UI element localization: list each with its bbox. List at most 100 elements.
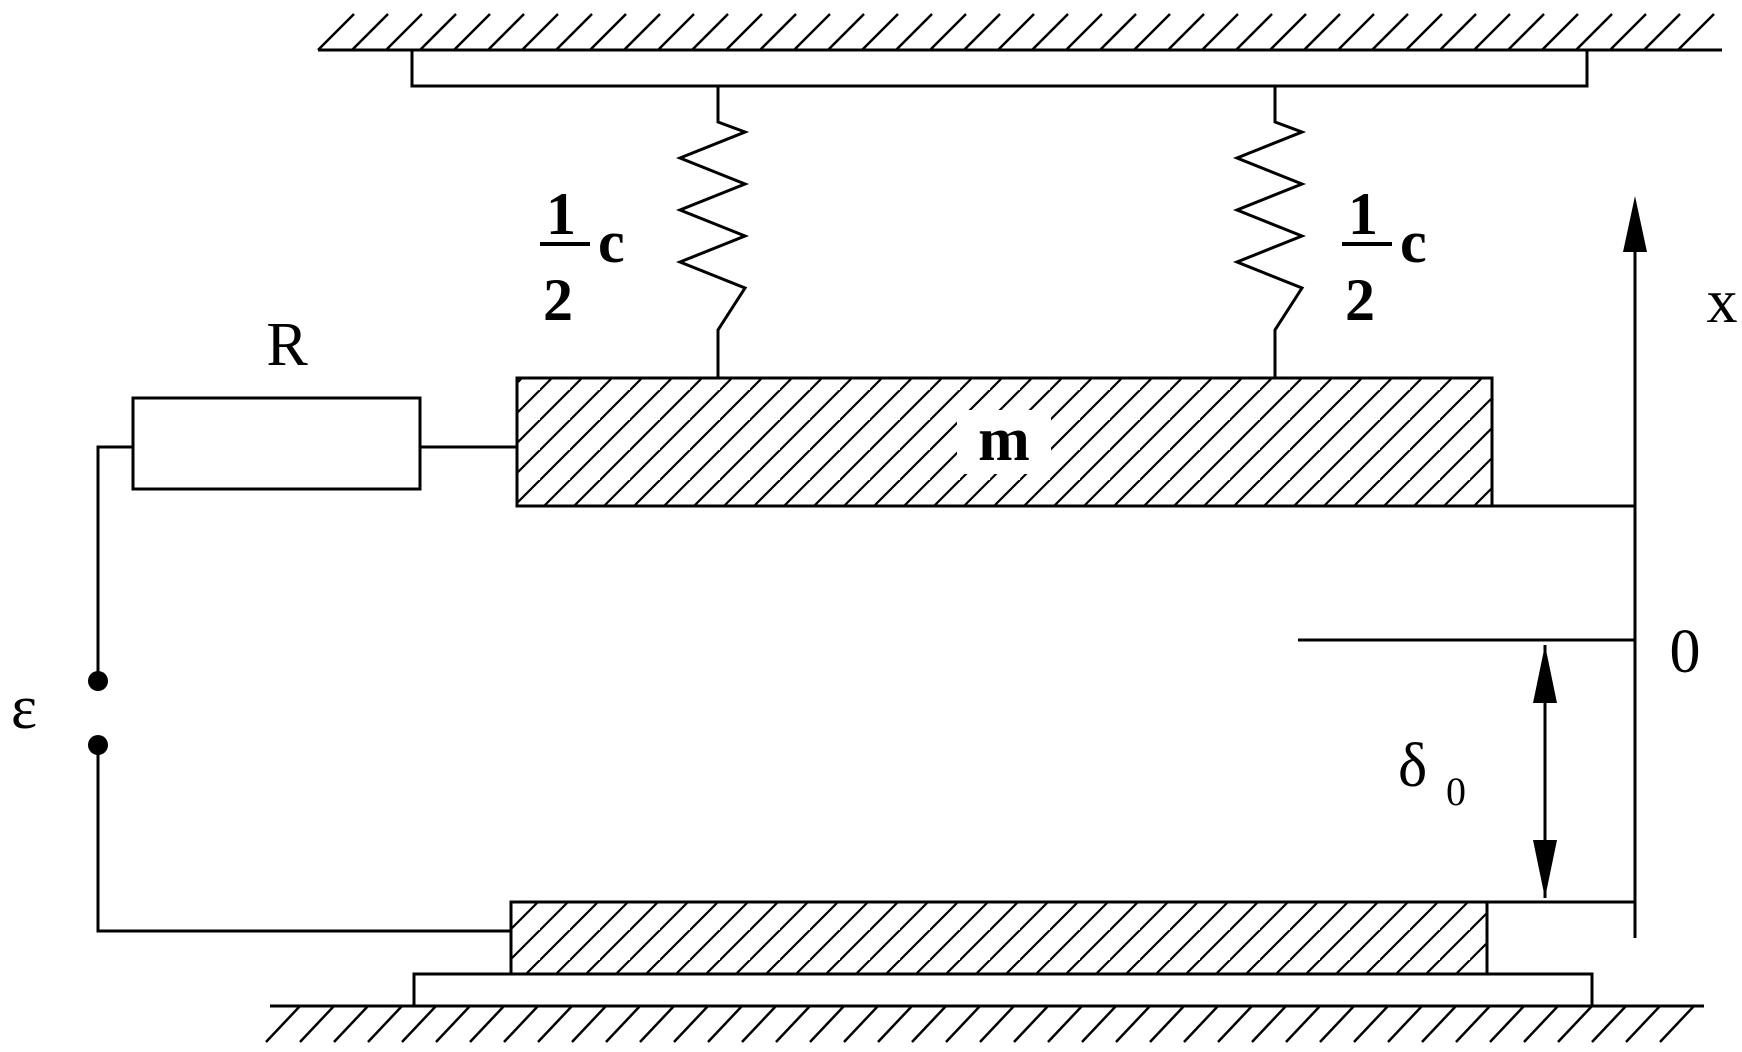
ground-hatch-line <box>657 13 695 51</box>
ground-hatch-line <box>1183 1005 1219 1043</box>
ground-hatch-line <box>963 13 1001 51</box>
ground-hatch-line <box>793 13 831 51</box>
source-terminals <box>88 671 108 755</box>
origin-label: 0 <box>1670 618 1701 686</box>
ground-hatch-line <box>1081 1005 1117 1043</box>
ground-hatch-line <box>997 13 1035 51</box>
mass-label: m <box>978 406 1030 474</box>
ground-hatch-line <box>707 1005 743 1043</box>
ground-hatch-line <box>1455 1005 1491 1043</box>
ground-hatch-line <box>401 1005 437 1043</box>
ground-hatch-line <box>877 1005 913 1043</box>
ground-hatch-line <box>469 1005 505 1043</box>
ground-hatch-line <box>895 13 933 51</box>
ground-hatch-line <box>945 1005 981 1043</box>
ground-hatch-line <box>1659 1005 1695 1043</box>
base-electrode <box>509 900 1489 976</box>
ground-hatch-line <box>537 1005 573 1043</box>
spring-right <box>1232 86 1307 378</box>
ground-hatch-line <box>453 13 491 51</box>
ground-hatch-line <box>317 13 355 51</box>
spring-right-symbol: c <box>1400 209 1427 275</box>
axis-label: x <box>1707 268 1738 336</box>
ground-hatch-line <box>571 1005 607 1043</box>
ground-hatch-line <box>827 13 865 51</box>
ground-hatch-line <box>1473 13 1511 51</box>
ground-hatch-line <box>1031 13 1069 51</box>
spring-right-label: 1 2 c <box>1342 181 1427 333</box>
ground-hatch-line <box>1133 13 1171 51</box>
source-label: ε <box>11 674 37 742</box>
ground-hatch-line <box>1217 1005 1253 1043</box>
wire-resistor-to-source <box>96 445 133 678</box>
ground-hatch-line <box>1405 13 1443 51</box>
ground-hatch-line <box>1013 1005 1049 1043</box>
spring-left-label: 1 2 c <box>540 181 625 333</box>
gap-label: δ 0 <box>1398 732 1466 814</box>
ground-hatch-line <box>1625 1005 1661 1043</box>
ground-hatch-line <box>1099 13 1137 51</box>
axis-arrow <box>1623 196 1647 252</box>
ground-hatch-line <box>1251 1005 1287 1043</box>
ground-hatch-line <box>503 1005 539 1043</box>
ground-hatch-line <box>759 13 797 51</box>
ground-hatch-line <box>1201 13 1239 51</box>
ground-hatch-line <box>1303 13 1341 51</box>
ground-hatch-line <box>741 1005 777 1043</box>
ground-hatch-line <box>385 13 423 51</box>
ground-hatch-line <box>333 1005 369 1043</box>
ground-hatch-line <box>1643 13 1681 51</box>
ground-hatch-line <box>299 1005 335 1043</box>
ground-hatch-line <box>1337 13 1375 51</box>
spring-right-numerator: 1 <box>1348 181 1378 247</box>
ground-hatch-line <box>1269 13 1307 51</box>
resistor <box>131 396 422 491</box>
ground-hatch-line <box>265 1005 301 1043</box>
ground-hatch-line <box>1439 13 1477 51</box>
ground-hatch-line <box>979 1005 1015 1043</box>
ground-hatch-line <box>521 13 559 51</box>
ground-hatch-line <box>725 13 763 51</box>
spring-left <box>675 86 750 378</box>
ground-hatch-line <box>1167 13 1205 51</box>
gap-symbol: δ <box>1398 732 1427 800</box>
ground-hatch-line <box>1319 1005 1355 1043</box>
ground-hatch-line <box>1575 13 1613 51</box>
ground-hatch-line <box>367 1005 403 1043</box>
ground-hatch-line <box>911 1005 947 1043</box>
ground-hatch-line <box>639 1005 675 1043</box>
ground-hatch-line <box>1489 1005 1525 1043</box>
ground-hatch-line <box>1285 1005 1321 1043</box>
ground-hatch-line <box>809 1005 845 1043</box>
ground-hatch-line <box>1047 1005 1083 1043</box>
ground-hatch-line <box>555 13 593 51</box>
ground-hatch-line <box>1115 1005 1151 1043</box>
spring-left-numerator: 1 <box>546 181 576 247</box>
top-plate <box>410 48 1589 88</box>
ground-hatch-line <box>929 13 967 51</box>
top-ground <box>317 13 1722 52</box>
ground-hatch-line <box>861 13 899 51</box>
ground-hatch-line <box>673 1005 709 1043</box>
ground-hatch-line <box>1235 13 1273 51</box>
wire-source-to-base <box>96 746 511 933</box>
ground-hatch-line <box>419 13 457 51</box>
ground-hatch-line <box>435 1005 471 1043</box>
spring-left-symbol: c <box>598 209 625 275</box>
bottom-ground <box>265 1004 1704 1043</box>
ground-hatch-line <box>605 1005 641 1043</box>
ground-hatch-line <box>589 13 627 51</box>
spring-right-denominator: 2 <box>1345 267 1375 333</box>
ground-hatch-line <box>1507 13 1545 51</box>
ground-hatch-line <box>691 13 729 51</box>
ground-hatch-line <box>843 1005 879 1043</box>
gap-subscript: 0 <box>1446 769 1466 814</box>
ground-hatch-line <box>1421 1005 1457 1043</box>
ground-hatch-line <box>1065 13 1103 51</box>
ground-hatch-line <box>623 13 661 51</box>
ground-hatch-line <box>487 13 525 51</box>
ground-hatch-line <box>1541 13 1579 51</box>
base-plate <box>412 972 1594 1008</box>
ground-hatch-line <box>1557 1005 1593 1043</box>
